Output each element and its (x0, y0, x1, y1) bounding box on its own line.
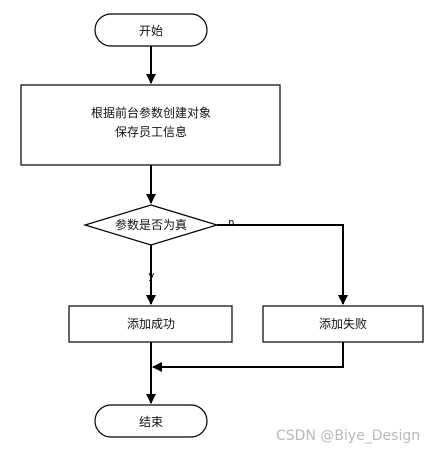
process-line-1: 根据前台参数创建对象 (91, 105, 211, 120)
arrow-failure-merge (152, 342, 344, 372)
no-edge-label: n (228, 216, 235, 229)
decision-label: 参数是否为真 (115, 217, 187, 232)
success-box (68, 305, 233, 343)
process-create-object-box (20, 84, 281, 166)
start-label: 开始 (139, 24, 163, 38)
end-label: 结束 (139, 415, 163, 429)
process-line-2: 保存员工信息 (115, 124, 187, 139)
end-terminal (94, 404, 208, 438)
success-label: 添加成功 (127, 317, 175, 331)
arrow-decision-to-failure (217, 224, 348, 305)
yes-edge-label: y (148, 269, 155, 282)
failure-label: 添加失败 (319, 316, 367, 331)
watermark-text: CSDN @Biye_Design (276, 428, 421, 444)
